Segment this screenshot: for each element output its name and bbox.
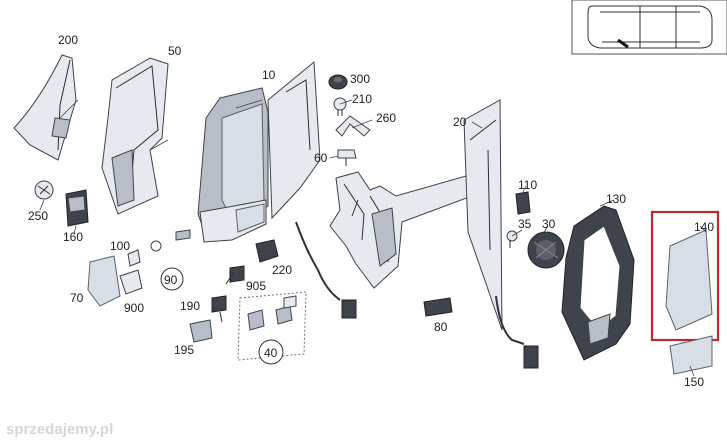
part-210-nut	[333, 97, 347, 116]
label-100: 100	[110, 239, 130, 253]
label-20: 20	[453, 115, 467, 129]
part-60-bolt	[337, 149, 357, 166]
label-10: 10	[262, 68, 276, 82]
part-150-glass	[669, 335, 713, 375]
label-190: 190	[180, 299, 200, 313]
label-130: 130	[606, 192, 626, 206]
label-30: 30	[542, 217, 556, 231]
vehicle-inset	[571, 0, 727, 55]
part-130-frame	[561, 205, 635, 361]
part-190-sensor	[211, 271, 235, 323]
part-900-lamp	[119, 269, 143, 295]
watermark: sprzedajemy.pl	[6, 421, 113, 438]
label-160: 160	[63, 230, 83, 244]
part-30-motor	[527, 231, 565, 269]
circle-90	[160, 267, 184, 291]
label-250: 250	[28, 209, 48, 223]
part-50-housing	[101, 57, 169, 215]
label-60: 60	[314, 151, 328, 165]
label-210: 210	[352, 92, 372, 106]
label-220: 220	[272, 263, 292, 277]
label-140: 140	[694, 220, 714, 234]
part-10-mirror	[197, 60, 357, 319]
part-80-trim	[423, 297, 453, 317]
leader-lines	[39, 81, 707, 377]
label-90: 90	[164, 273, 178, 287]
part-40-kit	[237, 291, 307, 361]
label-150: 150	[684, 375, 704, 389]
label-260: 260	[376, 111, 396, 125]
part-90-ring	[150, 240, 162, 252]
part-260-bracket	[335, 115, 371, 137]
part-200-cap	[13, 54, 77, 161]
highlight-box	[650, 210, 720, 342]
part-70-cover	[87, 255, 121, 307]
label-195: 195	[174, 343, 194, 357]
part-140-glass	[665, 229, 713, 331]
part-bracket-arm	[329, 171, 473, 289]
label-300: 300	[350, 72, 370, 86]
label-50: 50	[168, 44, 182, 58]
part-220-module	[255, 239, 279, 263]
part-160-lamp	[65, 189, 89, 227]
label-70: 70	[70, 291, 84, 305]
label-900: 900	[124, 301, 144, 315]
part-110-clip	[515, 191, 531, 215]
label-110: 110	[518, 178, 537, 192]
part-20-panel	[463, 99, 539, 369]
label-35: 35	[518, 217, 532, 231]
part-100-bulb	[127, 249, 141, 267]
label-80: 80	[434, 320, 448, 334]
part-195-cover	[189, 319, 213, 343]
part-small-connector	[175, 229, 191, 241]
circle-40	[258, 339, 284, 365]
label-40: 40	[264, 346, 278, 360]
label-905: 905	[246, 279, 266, 293]
part-250-clip	[34, 180, 54, 200]
label-200: 200	[58, 33, 78, 47]
